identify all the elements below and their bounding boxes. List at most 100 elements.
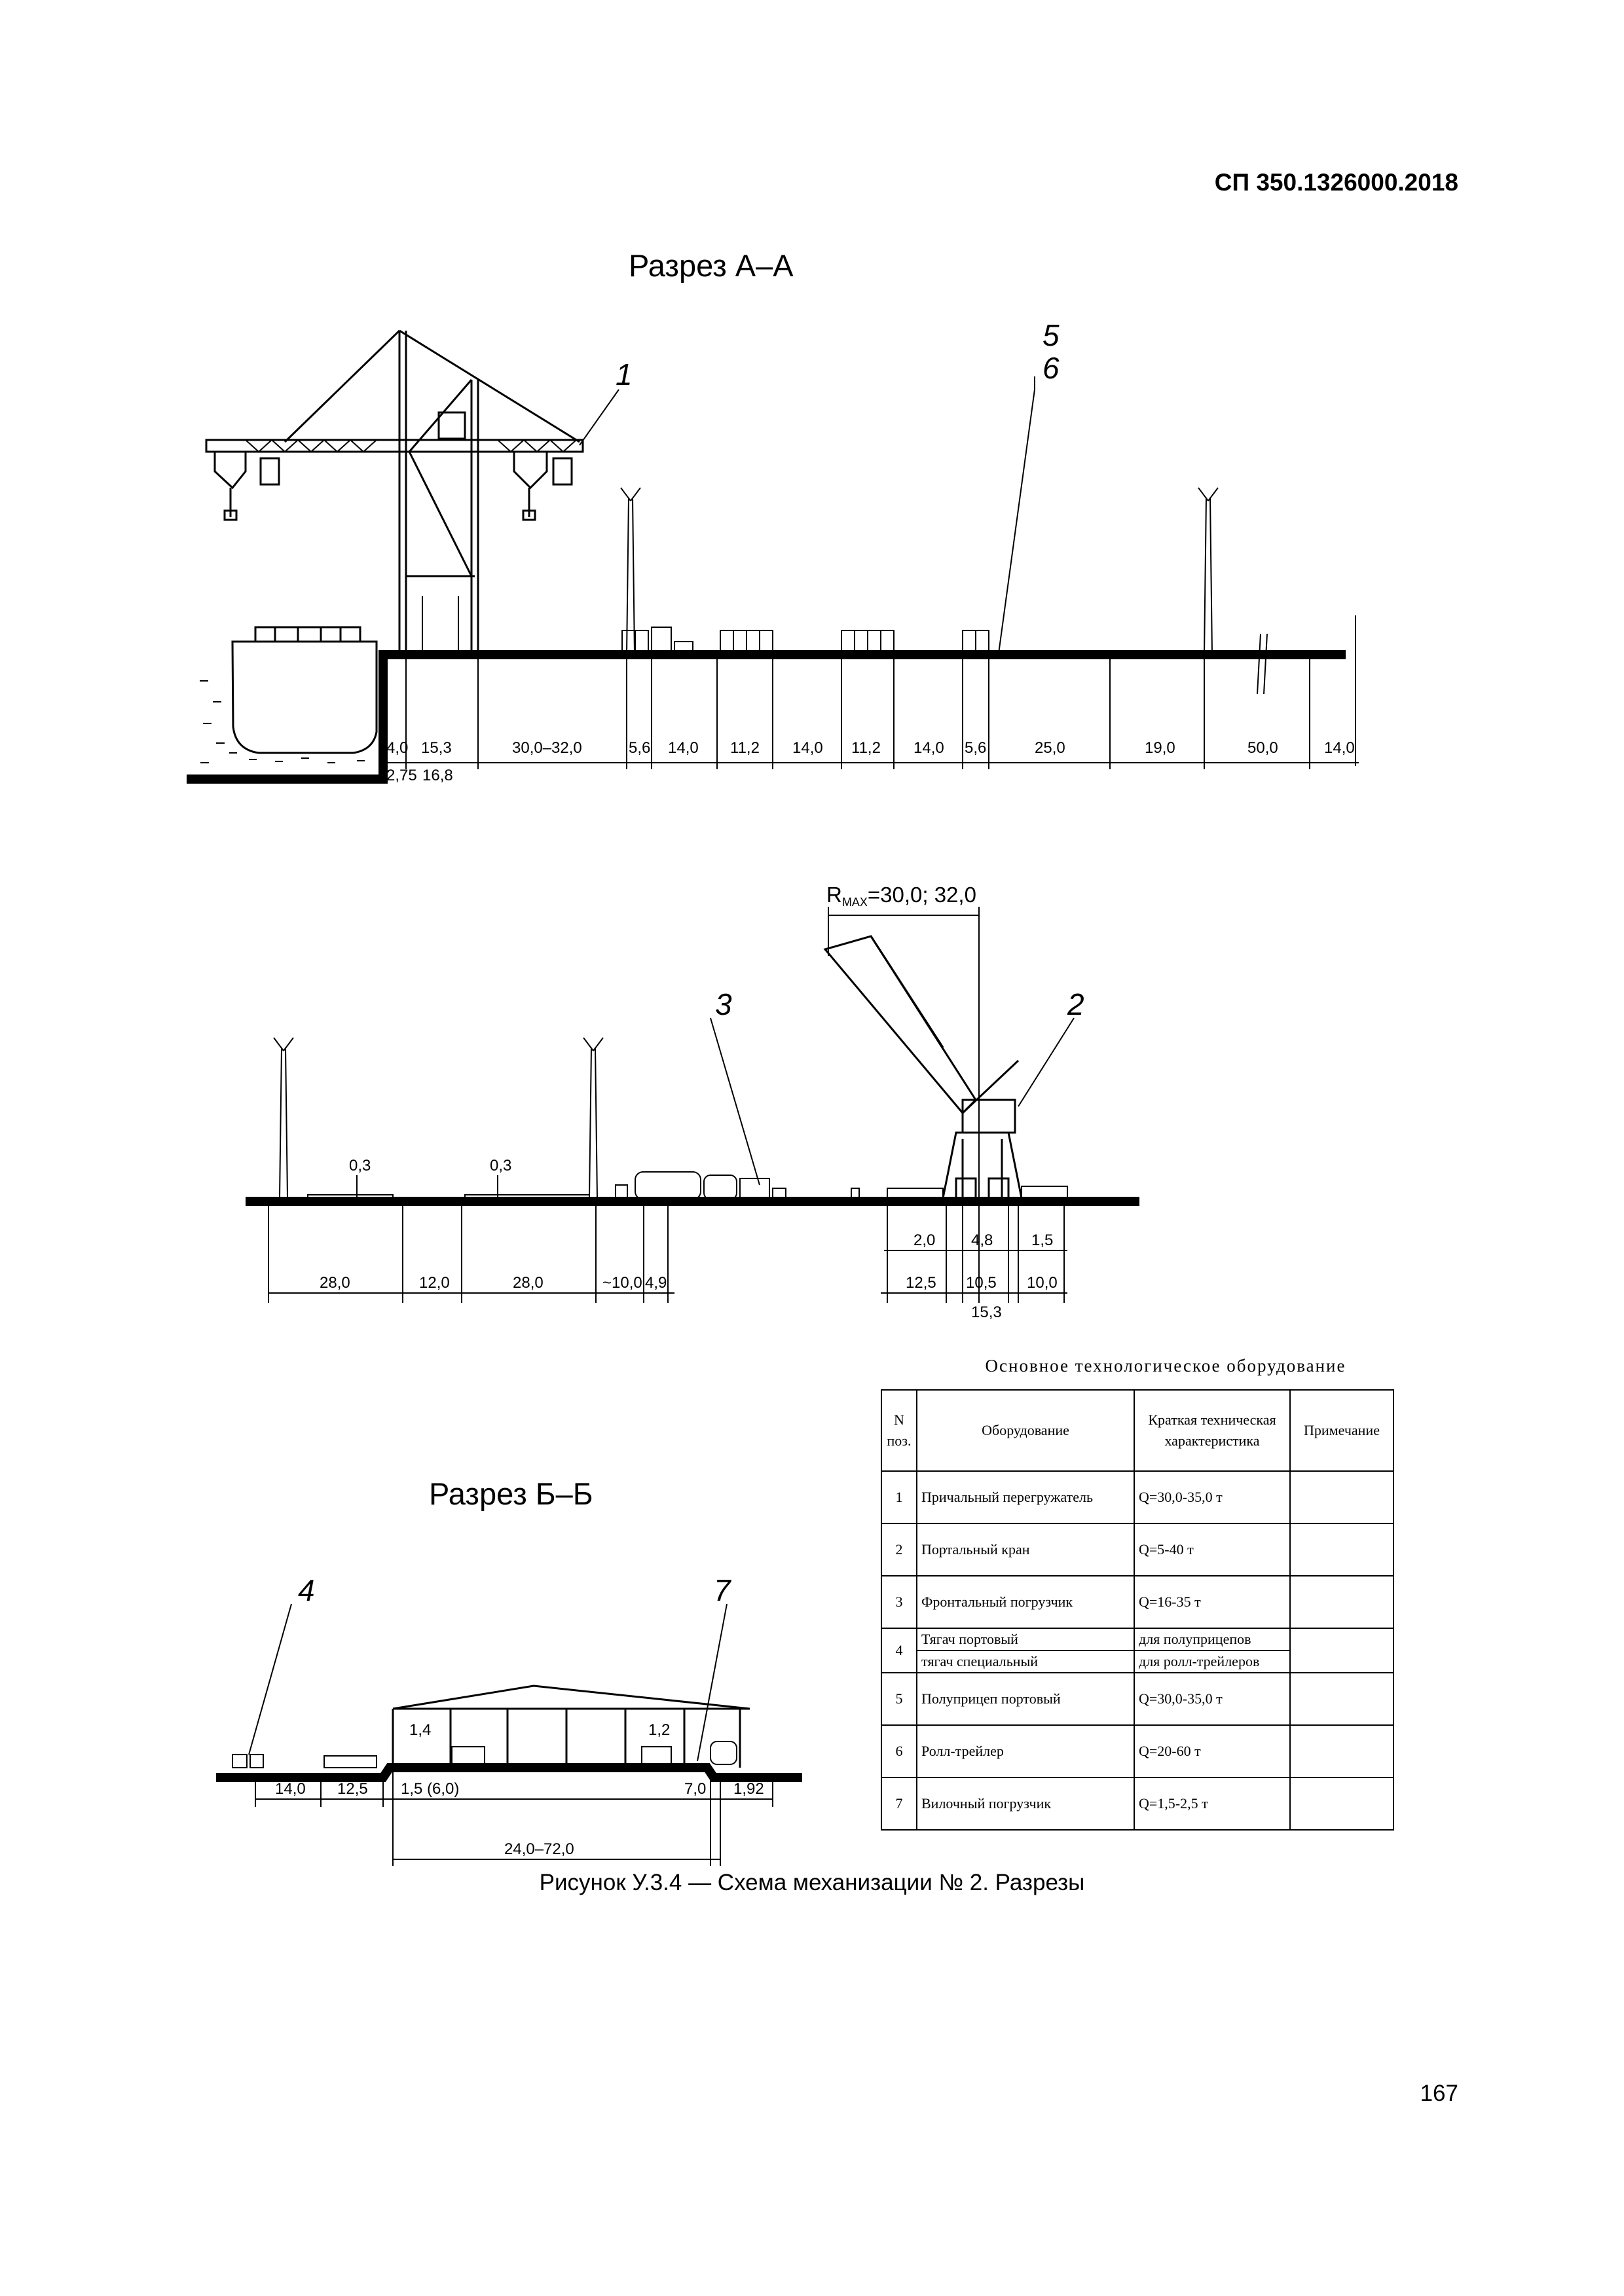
dim-aa: 11,2 — [730, 739, 760, 757]
dim-aa: 19,0 — [1145, 739, 1175, 757]
table-row: 5 Полуприцеп портовый Q=30,0-35,0 т — [881, 1672, 1394, 1726]
dim-aa: 30,0–32,0 — [512, 739, 582, 757]
row-num: 7 — [881, 1777, 917, 1831]
row-num: 4 — [881, 1628, 917, 1673]
row-spec-line: для ролл-трейлеров — [1135, 1650, 1289, 1672]
table-row: 7 Вилочный погрузчик Q=1,5-2,5 т — [881, 1777, 1394, 1831]
dim-bb: 7,0 — [684, 1780, 706, 1798]
header-spec: Краткая техническая характеристика — [1134, 1389, 1291, 1472]
dim-aa: 15,3 — [421, 739, 452, 757]
water-marks — [200, 680, 365, 763]
row-name: Портальный кран — [916, 1523, 1135, 1576]
row-name-line: Тягач портовый — [921, 1631, 1018, 1647]
ship-containers — [254, 626, 361, 643]
row-num: 5 — [881, 1672, 917, 1726]
dim-aa: 5,6 — [965, 739, 986, 757]
lighting-masts — [620, 487, 1219, 655]
dim-mid: 10,0 — [1027, 1274, 1058, 1292]
dim-aa: 25,0 — [1035, 739, 1065, 757]
dim-aa: 16,8 — [422, 767, 453, 784]
row-num: 6 — [881, 1724, 917, 1778]
dim-bb: 1,2 — [648, 1721, 670, 1739]
figure-caption: Рисунок У.3.4 — Схема механизации № 2. Р… — [539, 1870, 1085, 1895]
row-spec: Q=16-35 т — [1134, 1575, 1291, 1629]
dim-mid: 4,8 — [971, 1231, 993, 1249]
cargo-items — [307, 1171, 1068, 1201]
callout-4: 4 — [298, 1573, 315, 1607]
radius-label: RMAX=30,0; 32,0 — [826, 883, 976, 909]
dim-bb: 24,0–72,0 — [504, 1840, 574, 1858]
dim-mid: 4,9 — [645, 1274, 667, 1292]
gantry-crane — [205, 329, 584, 655]
row-name: Фронтальный погрузчик — [916, 1575, 1135, 1629]
row-note — [1289, 1777, 1394, 1831]
row-spec: для полуприцепов для ролл-трейлеров — [1134, 1628, 1291, 1673]
row-note — [1289, 1628, 1394, 1673]
row-note — [1289, 1575, 1394, 1629]
spot-height: 0,3 — [490, 1157, 511, 1175]
dim-mid: 2,0 — [913, 1231, 935, 1249]
row-num: 1 — [881, 1470, 917, 1524]
row-note — [1289, 1672, 1394, 1726]
table-row: 4 Тягач портовый тягач специальный для п… — [881, 1628, 1394, 1673]
document-code: СП 350.1326000.2018 — [1214, 169, 1458, 196]
header-name: Оборудование — [916, 1389, 1135, 1472]
row-spec-line: для полуприцепов — [1139, 1631, 1251, 1647]
spot-height: 0,3 — [349, 1157, 371, 1175]
warehouse-floor — [216, 1763, 802, 1782]
dim-mid: 15,3 — [971, 1303, 1002, 1321]
callout-1: 1 — [616, 357, 633, 392]
section-bb-title: Разрез Б–Б — [429, 1476, 593, 1511]
table-row: 3 Фронтальный погрузчик Q=16-35 т — [881, 1575, 1394, 1629]
page-number: 167 — [1420, 2081, 1458, 2106]
row-name: Вилочный погрузчик — [916, 1777, 1135, 1831]
dim-aa: 14,0 — [668, 739, 699, 757]
dim-mid: 1,5 — [1031, 1231, 1053, 1249]
dim-mid: 12,5 — [906, 1274, 936, 1292]
dim-mid: 10,5 — [966, 1274, 997, 1292]
row-note — [1289, 1724, 1394, 1778]
row-num: 2 — [881, 1523, 917, 1576]
row-spec: Q=30,0-35,0 т — [1134, 1470, 1291, 1524]
table-header-row: N поз. Оборудование Краткая техническая … — [881, 1389, 1394, 1472]
row-num: 3 — [881, 1575, 917, 1629]
dim-bb: 1,4 — [409, 1721, 431, 1739]
callout-6: 6 — [1043, 351, 1060, 385]
row-note — [1289, 1523, 1394, 1576]
row-name: Причальный перегружатель — [916, 1470, 1135, 1524]
dim-aa: 4,0 — [386, 739, 408, 757]
equipment-table: N поз. Оборудование Краткая техническая … — [881, 1389, 1394, 1831]
row-name: Ролл-трейлер — [916, 1724, 1135, 1778]
dim-mid: ~10,0 — [602, 1274, 642, 1292]
row-note — [1289, 1470, 1394, 1524]
equipment-table-title: Основное технологическое оборудование — [985, 1356, 1346, 1376]
row-name: Тягач портовый тягач специальный — [916, 1628, 1135, 1673]
cargo-items — [232, 1741, 737, 1768]
header-num: N поз. — [881, 1389, 917, 1472]
dim-bb: 12,5 — [337, 1780, 368, 1798]
dim-aa: 14,0 — [792, 739, 823, 757]
row-spec: Q=30,0-35,0 т — [1134, 1672, 1291, 1726]
dim-aa: 11,2 — [851, 739, 881, 757]
dim-bb: 1,92 — [733, 1780, 764, 1798]
table-row: 6 Ролл-трейлер Q=20-60 т — [881, 1724, 1394, 1778]
dim-aa: 2,75 — [386, 767, 417, 784]
dim-bb: 1,5 (6,0) — [401, 1780, 459, 1798]
dim-mid: 28,0 — [513, 1274, 544, 1292]
section-aa-title: Разрез А–А — [629, 248, 794, 283]
header-note: Примечание — [1289, 1389, 1394, 1472]
dim-aa: 5,6 — [629, 739, 650, 757]
lighting-masts — [273, 1037, 604, 1199]
dim-aa: 14,0 — [1324, 739, 1355, 757]
container-stacks — [621, 627, 989, 654]
table-row: 2 Портальный кран Q=5-40 т — [881, 1523, 1394, 1576]
dim-aa: 50,0 — [1247, 739, 1278, 757]
dim-aa: 14,0 — [913, 739, 944, 757]
table-row: 1 Причальный перегружатель Q=30,0-35,0 т — [881, 1470, 1394, 1524]
dim-mid: 12,0 — [419, 1274, 450, 1292]
callout-5: 5 — [1043, 318, 1060, 352]
row-name: Полуприцеп портовый — [916, 1672, 1135, 1726]
